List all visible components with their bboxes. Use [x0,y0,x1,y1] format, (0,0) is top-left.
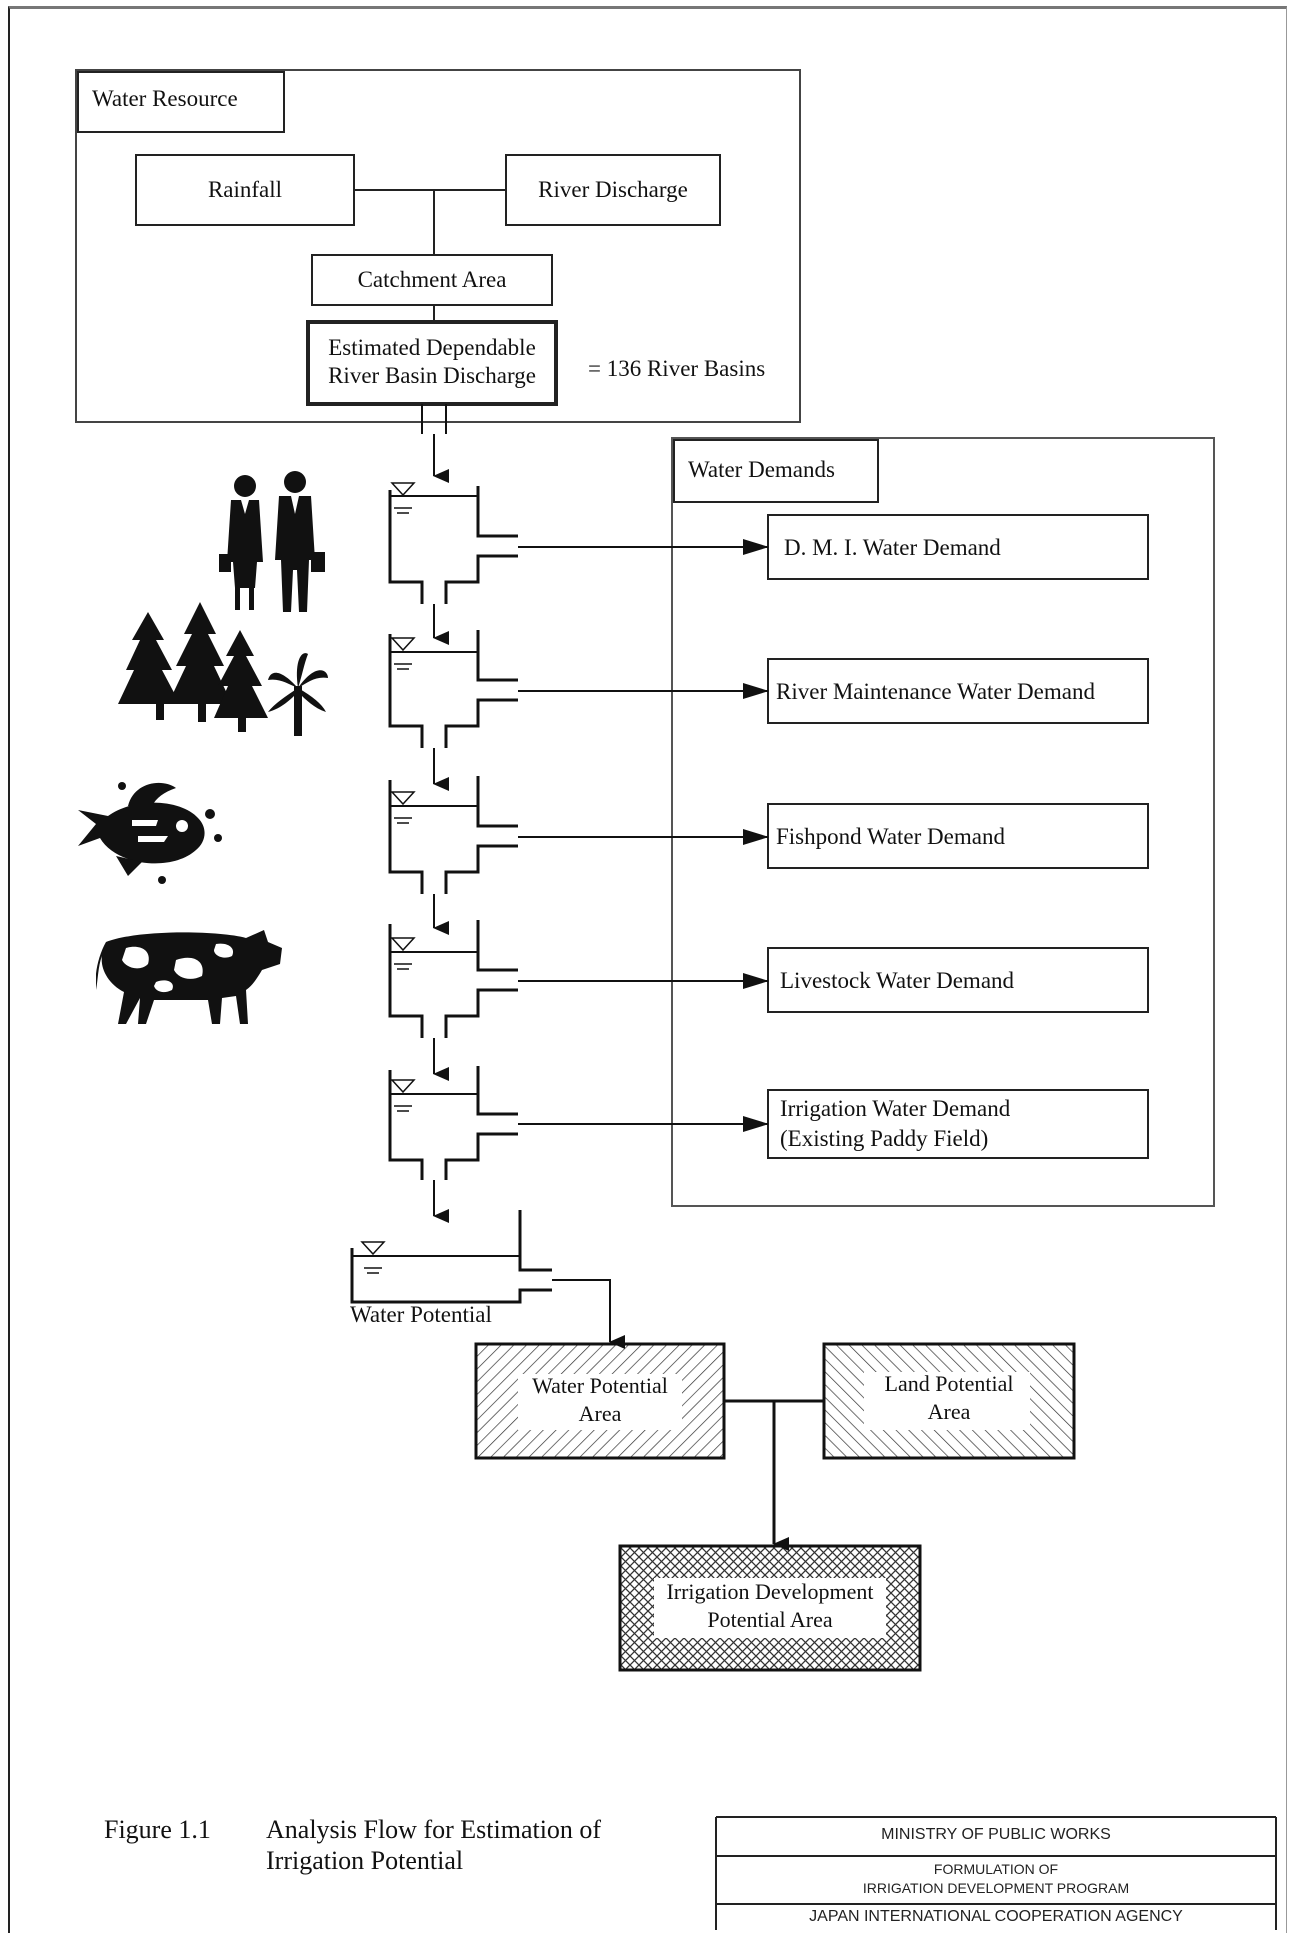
irrigation-potential-area-box: Irrigation Development Potential Area [620,1578,920,1634]
land-potential-area-line2: Area [927,1399,971,1424]
rainfall-box: Rainfall [207,177,283,202]
figure-caption-line2: Irrigation Potential [266,1846,464,1875]
demand-irrigation: Irrigation Water Demand (Existing Paddy … [780,1094,1010,1154]
title-block-project-line2: IRRIGATION DEVELOPMENT PROGRAM [862,1880,1130,1896]
land-potential-area-line1: Land Potential [884,1371,1014,1396]
potential-area-boxes [474,1342,1076,1672]
title-block-agency: JAPAN INTERNATIONAL COOPERATION AGENCY [809,1908,1183,1925]
estimated-line2: River Basin Discharge [328,363,536,388]
title-block-ministry: MINISTRY OF PUBLIC WORKS [881,1826,1111,1843]
water-potential-area-box: Water Potential Area [476,1372,724,1428]
river-basins-note: = 136 River Basins [588,356,766,381]
demand-river-maintenance: River Maintenance Water Demand [776,679,1095,704]
water-potential-area-line2: Area [578,1401,622,1426]
demand-irrigation-line1: Irrigation Water Demand [780,1096,1011,1121]
water-resource-label: Water Resource [92,86,238,111]
catchment-area-box: Catchment Area [357,267,507,292]
tank-cascade [350,486,552,1304]
demand-irrigation-line2: (Existing Paddy Field) [780,1126,989,1151]
people-icon [219,471,325,612]
river-discharge-box: River Discharge [538,177,688,202]
page-frame [8,6,1287,1933]
demand-livestock: Livestock Water Demand [780,968,1015,993]
title-block-project-line1: FORMULATION OF [933,1861,1059,1877]
fish-icon [78,782,222,884]
water-demands-label: Water Demands [688,457,835,482]
irrigation-potential-area-line1: Irrigation Development [666,1579,874,1604]
land-potential-area-box: Land Potential Area [824,1370,1074,1426]
demand-fishpond: Fishpond Water Demand [776,824,1005,849]
water-resource-group [75,69,801,423]
water-potential-label: Water Potential [350,1302,492,1327]
cow-icon [96,930,282,1024]
estimated-line1: Estimated Dependable [328,335,536,360]
trees-icon [118,602,328,736]
water-potential-area-line1: Water Potential [532,1373,668,1398]
estimated-discharge-box: Estimated Dependable River Basin Dischar… [308,334,556,390]
irrigation-potential-area-line2: Potential Area [707,1607,833,1632]
demand-dmi: D. M. I. Water Demand [784,535,1001,560]
title-block-grid [715,1816,1277,1930]
figure-number: Figure 1.1 [104,1815,211,1844]
figure-caption-line1: Analysis Flow for Estimation of [266,1815,602,1844]
